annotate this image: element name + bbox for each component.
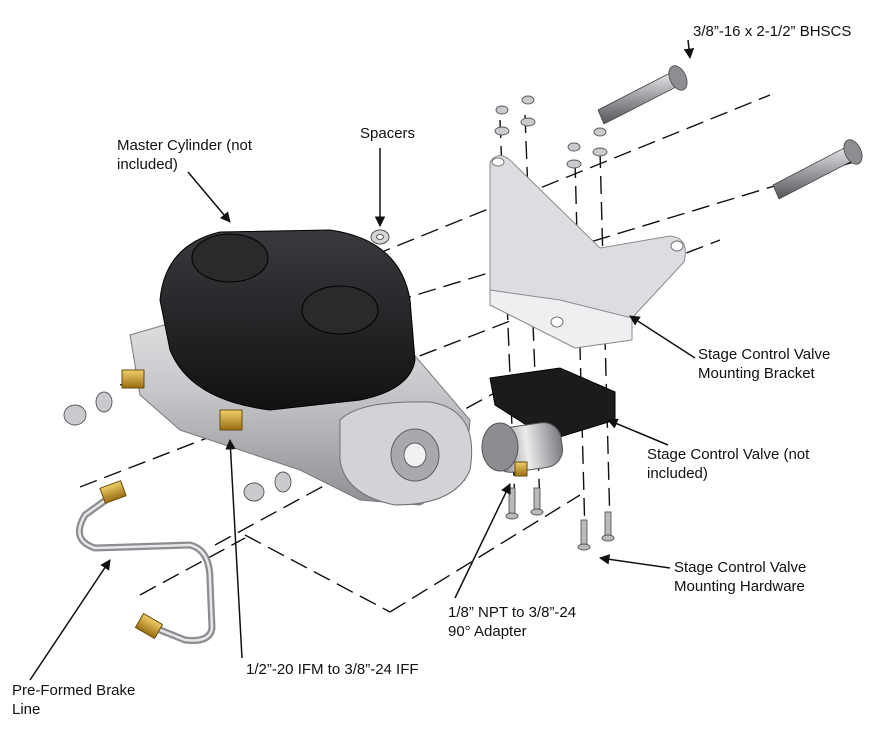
bracket-nuts-washers (494, 95, 608, 169)
mounting-bolt-upper (597, 65, 688, 125)
master-cylinder-label-line2: included) (117, 156, 178, 173)
bolt-label: 3/8”-16 x 2-1/2” BHSCS (693, 23, 852, 40)
brake-line-label-line1: Pre-Formed Brake (12, 682, 136, 699)
pre-formed-brake-line (75, 480, 216, 644)
hardware-label-line1: Stage Control Valve (674, 559, 807, 576)
hardware-label-line2: Mounting Hardware (674, 578, 805, 595)
master-cylinder (121, 229, 473, 506)
spacers-label: Spacers (360, 125, 416, 142)
callout-arrows (29, 39, 696, 681)
bracket-label-line1: Stage Control Valve (698, 346, 831, 363)
bracket-label-line2: Mounting Bracket (698, 365, 815, 382)
adapter-label-line1: 1/8” NPT to 3/8”-24 (448, 604, 577, 621)
adapter-label-line2: 90° Adapter (448, 623, 527, 640)
valve-label-line2: included) (647, 465, 708, 482)
brake-line-label-line2: Line (12, 701, 41, 718)
stage-control-valve-bracket (489, 155, 686, 349)
stage-control-valve (481, 367, 616, 477)
mounting-bolt-lower (772, 139, 863, 200)
valve-mounting-hardware (505, 487, 615, 551)
master-cylinder-label-line1: Master Cylinder (not (117, 137, 253, 154)
fittings-nuts-washers (63, 391, 292, 502)
valve-label-line1: Stage Control Valve (not (647, 446, 810, 463)
fitting-label: 1/2”-20 IFM to 3/8”-24 IFF (246, 661, 419, 678)
spacer-washer (370, 229, 390, 245)
